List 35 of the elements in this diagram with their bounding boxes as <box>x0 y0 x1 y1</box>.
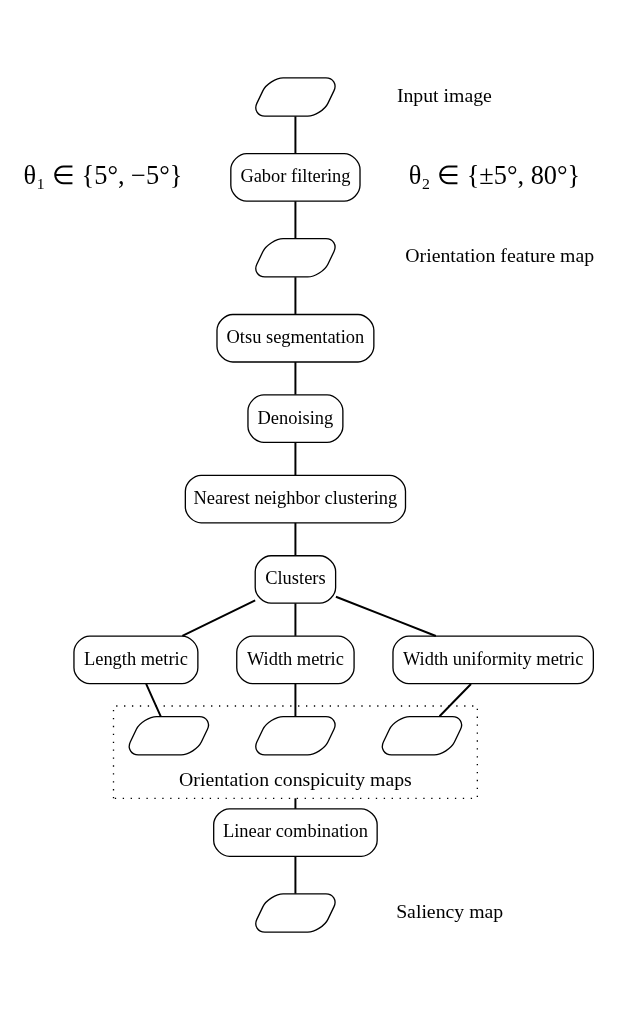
node-label: Input image <box>396 83 492 106</box>
node-parallelogram <box>255 237 336 278</box>
node-parallelogram <box>255 715 336 755</box>
connector <box>334 595 437 637</box>
node-parallelogram <box>128 715 210 755</box>
node-box: Otsu segmentation <box>216 313 375 363</box>
connector <box>294 601 297 637</box>
cluster: Orientation conspicuity maps <box>112 704 478 799</box>
node-box: Gabor filtering <box>230 152 361 202</box>
node-parallelogram <box>255 892 336 933</box>
node-box: Denoising <box>247 393 344 443</box>
connector <box>438 682 472 717</box>
node-parallelogram <box>381 715 463 755</box>
node-box: Linear combination <box>213 807 378 857</box>
connector <box>294 521 297 556</box>
node-box: Clusters <box>254 554 337 604</box>
node-label: Saliency map <box>396 899 504 922</box>
node-label: θ₁ ∈ {5°, −5°} <box>23 160 183 190</box>
node-box: Nearest neighbor clustering <box>184 474 407 523</box>
connector <box>294 441 297 476</box>
node-box: Width metric <box>236 635 355 684</box>
node-box: Length metric <box>73 635 199 684</box>
connector <box>294 199 297 239</box>
node-box: Width uniformity metric <box>392 635 594 684</box>
connector <box>181 598 257 637</box>
connector <box>294 682 297 717</box>
connector <box>294 796 297 810</box>
connector <box>294 114 297 154</box>
connector <box>294 275 297 315</box>
node-label: θ₂ ∈ {±5°, 80°} <box>408 160 581 190</box>
connector <box>294 854 297 895</box>
node-parallelogram <box>255 76 336 117</box>
connector <box>294 360 297 396</box>
node-label: Orientation feature map <box>405 243 595 266</box>
connector <box>145 682 162 717</box>
